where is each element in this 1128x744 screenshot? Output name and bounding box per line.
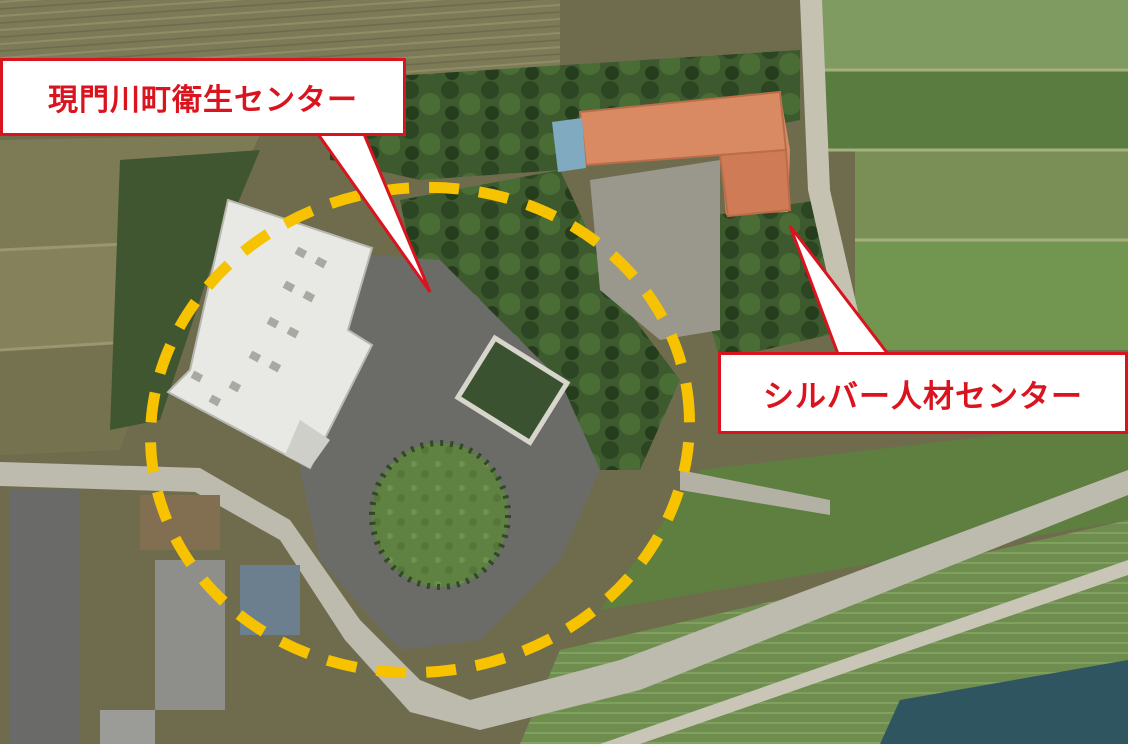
callout-sanitation-center-label: 現門川町衛生センター — [48, 83, 358, 118]
left-buildings — [10, 490, 300, 744]
silver-center-building — [552, 90, 792, 218]
callout-sanitation-center: 現門川町衛生センター — [0, 58, 406, 136]
callout-silver-center: シルバー人材センター — [718, 352, 1128, 434]
callout-silver-center-label: シルバー人材センター — [763, 378, 1083, 415]
garden — [369, 334, 571, 590]
callout-pointers — [315, 132, 892, 356]
tree-cover — [110, 50, 850, 470]
